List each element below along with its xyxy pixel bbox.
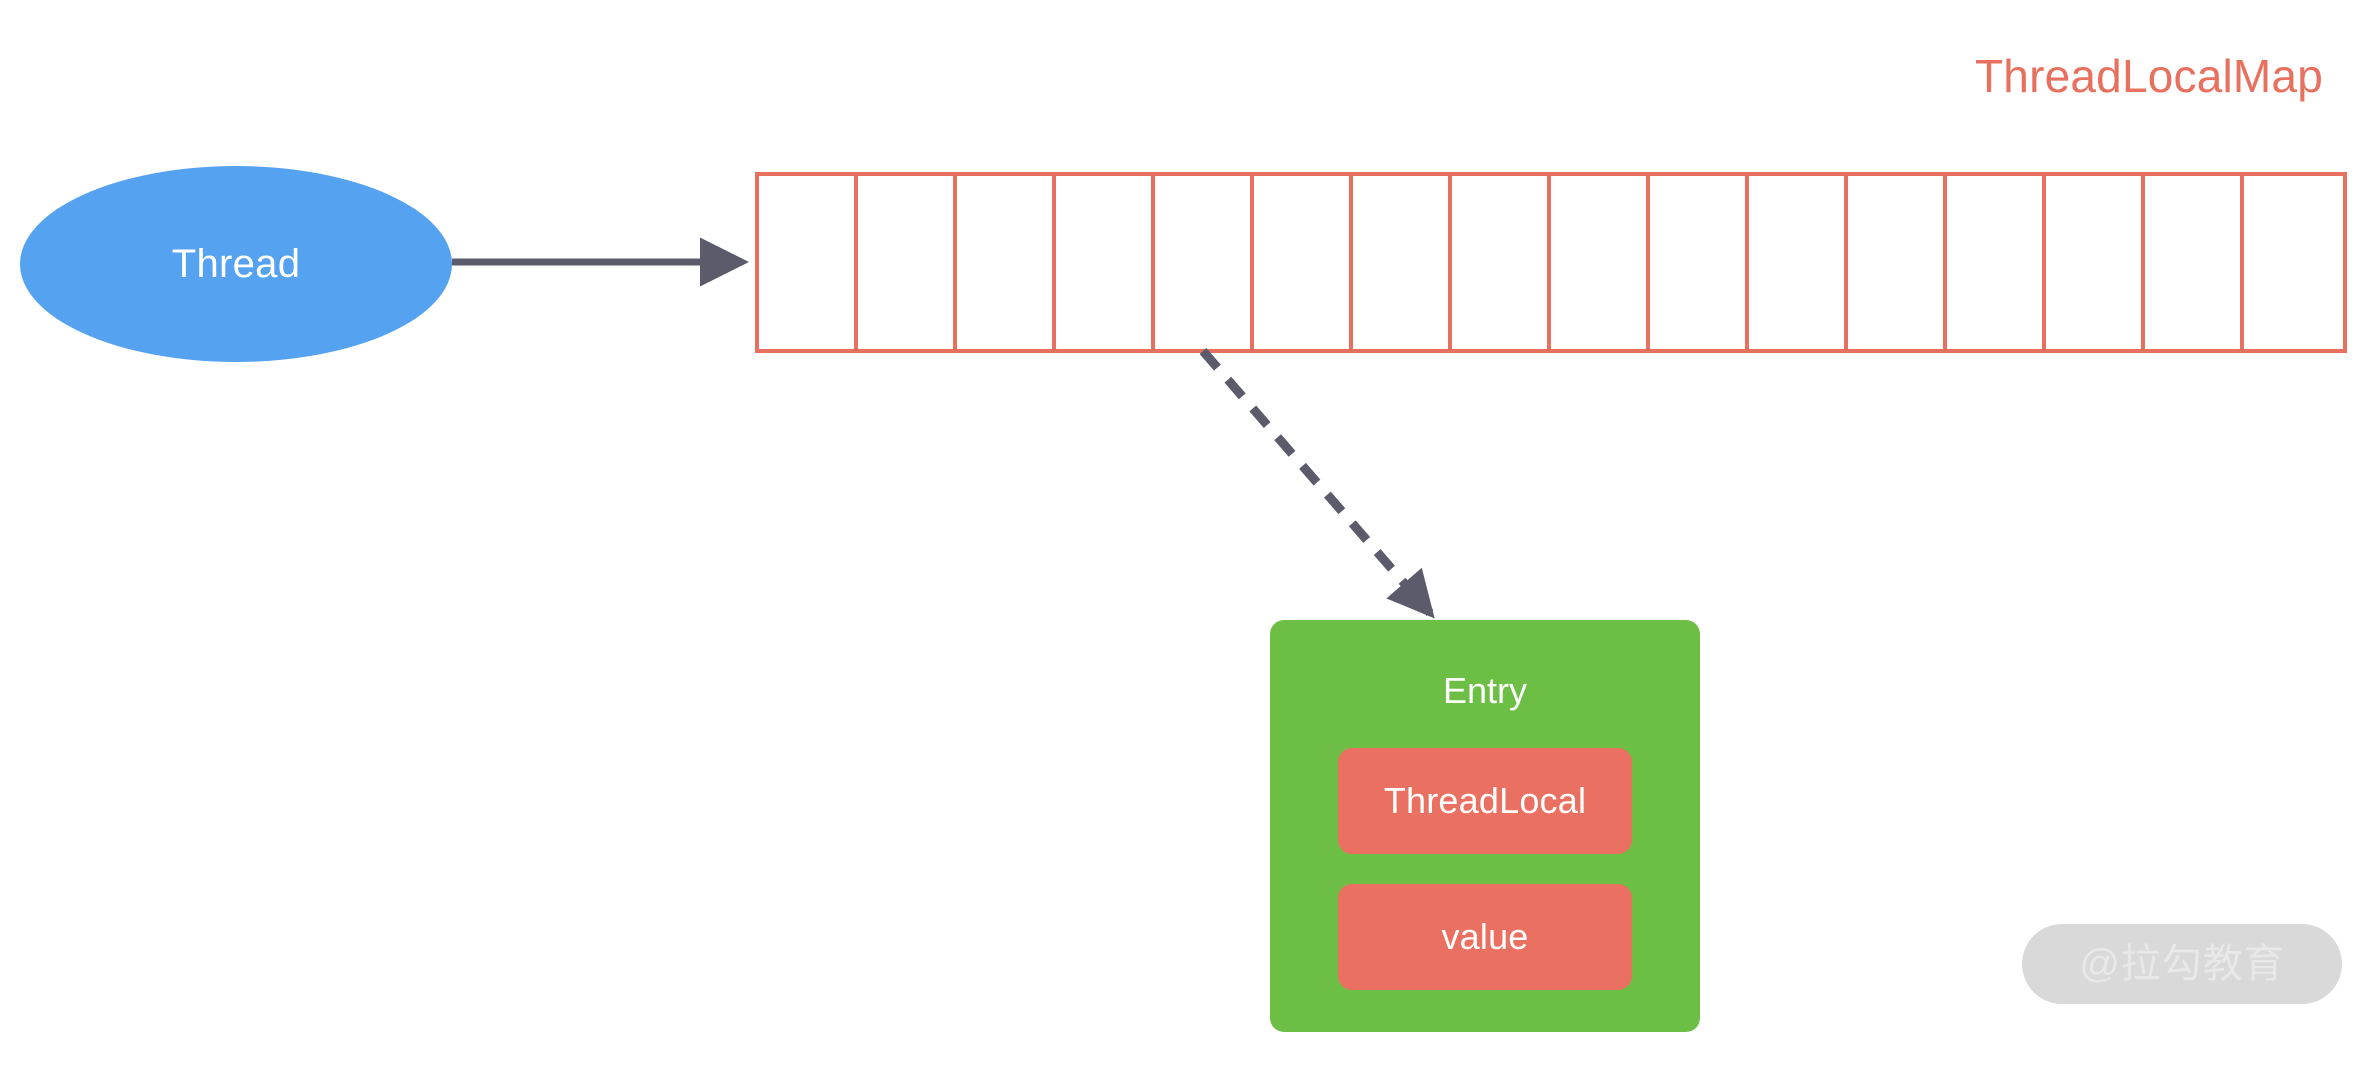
watermark-text: @拉勾教育 (2079, 942, 2285, 986)
threadlocalmap-table (755, 172, 2347, 353)
entry-node: Entry ThreadLocal value (1270, 620, 1700, 1032)
table-cell (1452, 176, 1551, 349)
watermark-badge: @拉勾教育 (2022, 924, 2342, 1004)
entry-field-threadlocal: ThreadLocal (1338, 748, 1632, 854)
table-cell (1353, 176, 1452, 349)
thread-node: Thread (20, 166, 452, 362)
table-cell (2145, 176, 2244, 349)
entry-field-value-label: value (1441, 916, 1529, 957)
table-cell (858, 176, 957, 349)
table-cell (2244, 176, 2343, 349)
table-cell (1155, 176, 1254, 349)
table-cell (1848, 176, 1947, 349)
table-cell (1947, 176, 2046, 349)
thread-node-label: Thread (171, 242, 301, 286)
table-cell (1749, 176, 1848, 349)
table-cell (1650, 176, 1749, 349)
entry-field-value: value (1338, 884, 1632, 990)
table-cell (1056, 176, 1155, 349)
entry-field-threadlocal-label: ThreadLocal (1383, 780, 1587, 821)
table-cell (759, 176, 858, 349)
table-cell (957, 176, 1056, 349)
table-cell (1551, 176, 1650, 349)
entry-node-title: Entry (1442, 670, 1528, 711)
table-cell (2046, 176, 2145, 349)
page-title: ThreadLocalMap (1975, 50, 2324, 102)
table-cell (1254, 176, 1353, 349)
table-to-entry-arrow (1199, 348, 1435, 619)
